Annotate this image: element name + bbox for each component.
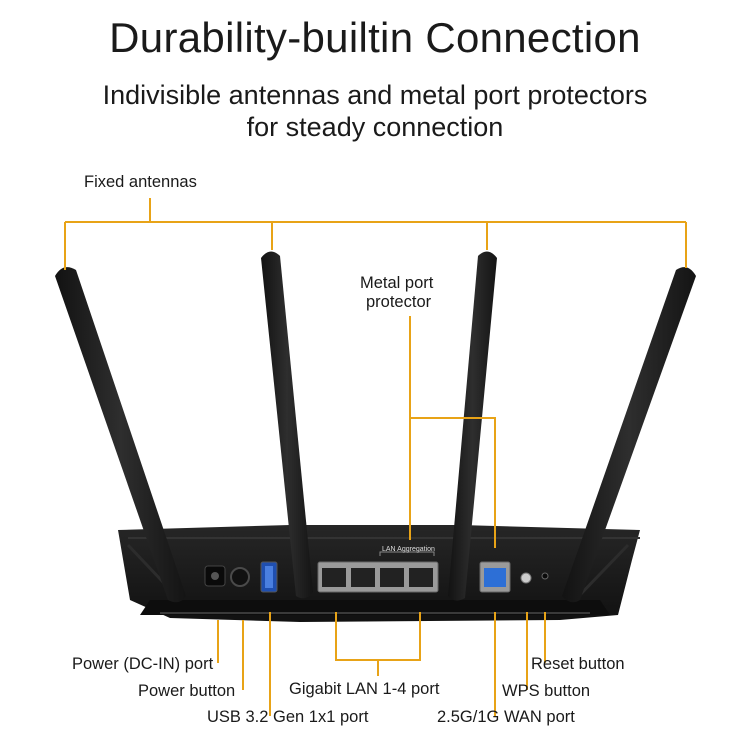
wan-port-label: 2.5G/1G WAN port xyxy=(437,708,575,726)
antenna-1 xyxy=(55,267,186,603)
port-panel xyxy=(204,551,549,593)
subtitle-line-2: for steady connection xyxy=(246,112,504,142)
lan-port-2 xyxy=(351,568,375,587)
antenna-2 xyxy=(261,251,313,599)
wps-button-label: WPS button xyxy=(502,682,591,700)
antenna-3 xyxy=(448,251,497,601)
gigabit-lan-port-label: Gigabit LAN 1-4 port xyxy=(289,680,440,698)
power-button-label: Power button xyxy=(138,682,236,700)
metal-port-protector-label-1: Metal port xyxy=(360,274,434,292)
antenna-4 xyxy=(562,267,696,603)
lan-port-block xyxy=(317,561,439,593)
callout-lines xyxy=(64,198,687,716)
wps-button-shape xyxy=(520,572,532,584)
usb-port-label: USB 3.2 Gen 1x1 port xyxy=(207,708,369,726)
subtitle-line-1: Indivisible antennas and metal port prot… xyxy=(102,80,648,110)
fixed-antennas-label: Fixed antennas xyxy=(84,173,197,191)
antennas xyxy=(55,251,696,603)
lan-port-4 xyxy=(409,568,433,587)
reset-button-label: Reset button xyxy=(531,655,625,673)
power-dc-in-port-label: Power (DC-IN) port xyxy=(72,655,214,673)
lan-aggregation-marking: LAN Aggregation xyxy=(382,546,435,553)
metal-port-protector-label-2: protector xyxy=(366,293,432,311)
page-title: Durability-builtin Connection xyxy=(109,14,641,61)
lan-port-1 xyxy=(322,568,346,587)
reset-button-shape xyxy=(541,572,549,580)
power-button-shape xyxy=(230,567,250,587)
lan-port-3 xyxy=(380,568,404,587)
